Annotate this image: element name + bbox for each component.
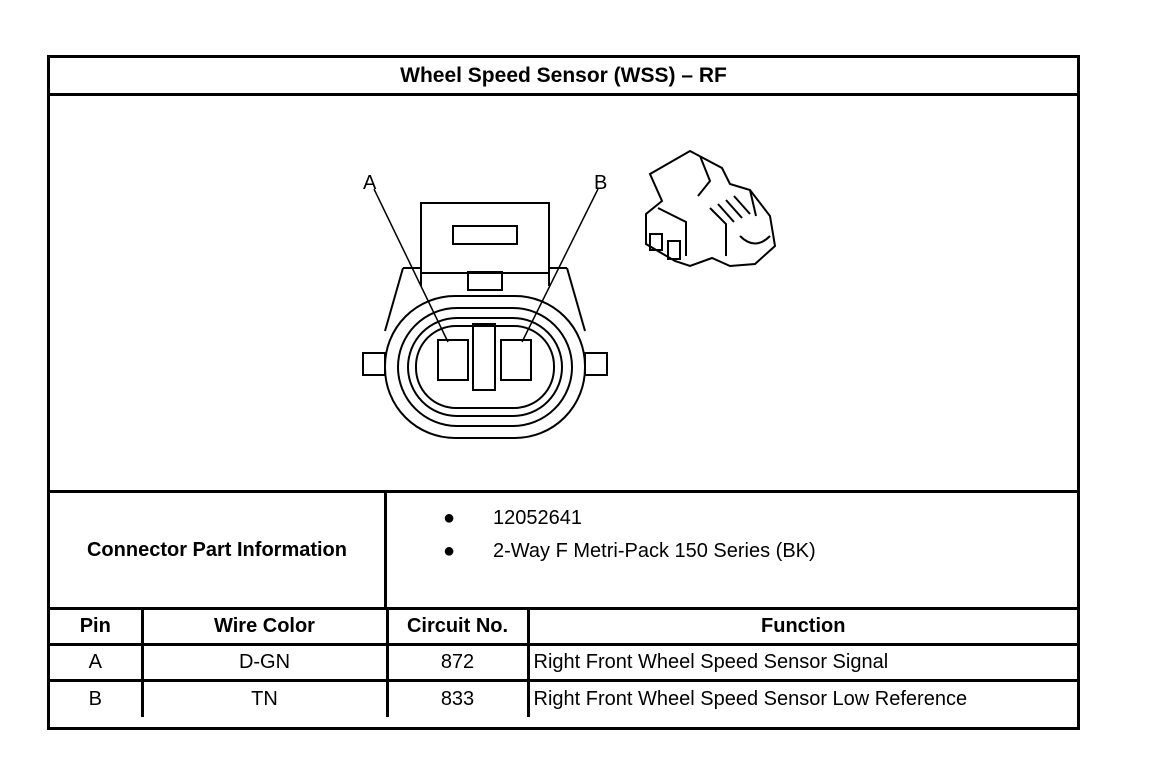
table-header-row: Pin Wire Color Circuit No. Function — [50, 607, 1077, 646]
connector-description: 2-Way F Metri-Pack 150 Series (BK) — [493, 540, 816, 562]
connector-face-diagram: A B — [362, 149, 777, 439]
pin-cell: B — [50, 679, 144, 717]
header-pin: Pin — [50, 607, 144, 646]
circuit-no-cell: 872 — [385, 643, 530, 682]
connector-info-list: ● 12052641 ● 2-Way F Metri-Pack 150 Seri… — [387, 493, 1077, 607]
header-function: Function — [526, 607, 1077, 646]
page-title: Wheel Speed Sensor (WSS) – RF — [50, 58, 1077, 96]
list-item: ● 12052641 — [387, 505, 1077, 538]
connector-part-info: Connector Part Information ● 12052641 ● … — [50, 490, 1077, 607]
pin-label-a: A — [363, 172, 377, 194]
function-cell: Right Front Wheel Speed Sensor Signal — [526, 643, 1077, 682]
header-circuit-no: Circuit No. — [385, 607, 530, 646]
pin-label-b: B — [594, 172, 607, 194]
part-number: 12052641 — [493, 507, 582, 529]
function-cell: Right Front Wheel Speed Sensor Low Refer… — [526, 679, 1077, 717]
pin-cell: A — [50, 643, 144, 682]
pinout-table: Pin Wire Color Circuit No. Function A D-… — [50, 607, 1077, 717]
header-wire-color: Wire Color — [140, 607, 389, 646]
table-row: A D-GN 872 Right Front Wheel Speed Senso… — [50, 643, 1077, 682]
wire-color-cell: TN — [140, 679, 389, 717]
circuit-no-cell: 833 — [385, 679, 530, 717]
list-item: ● 2-Way F Metri-Pack 150 Series (BK) — [387, 538, 1077, 571]
wire-color-cell: D-GN — [140, 643, 389, 682]
bullet-icon: ● — [443, 540, 456, 562]
connector-isometric-icon — [645, 149, 777, 268]
table-row: B TN 833 Right Front Wheel Speed Sensor … — [50, 679, 1077, 717]
connector-info-label: Connector Part Information — [50, 493, 387, 607]
bullet-icon: ● — [443, 507, 456, 529]
connector-figure: A B — [50, 96, 1077, 490]
connector-sheet: Wheel Speed Sensor (WSS) – RF — [47, 55, 1080, 730]
